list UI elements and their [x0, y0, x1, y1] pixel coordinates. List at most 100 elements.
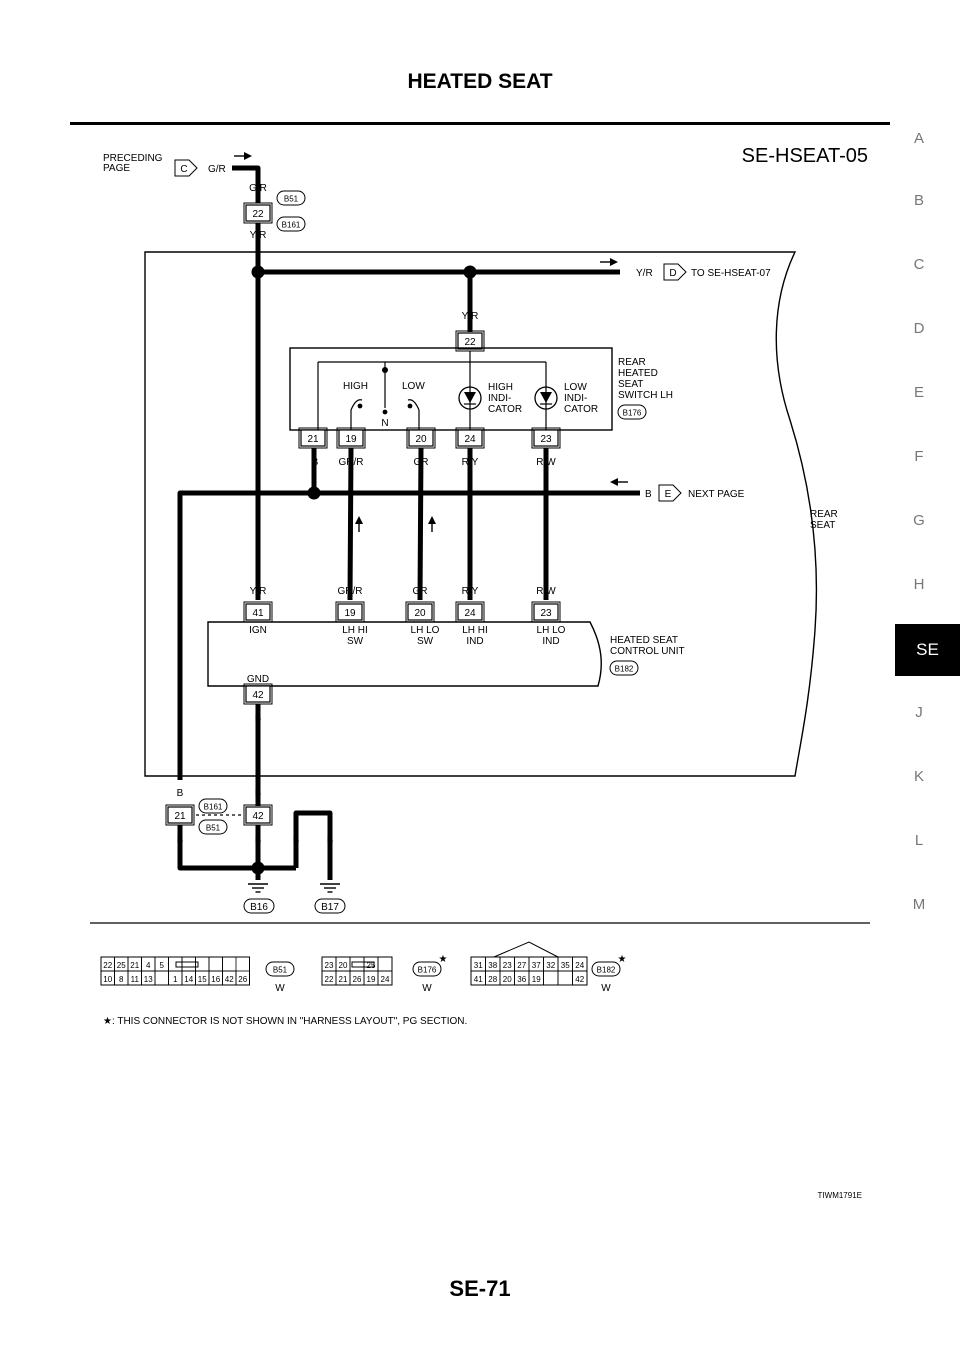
conn-view-b182-hood	[493, 941, 559, 958]
conn-view-b51-pin: 14	[184, 975, 193, 984]
side-nav-item-l[interactable]: L	[914, 832, 924, 849]
page-number: SE-71	[449, 1276, 511, 1301]
jb-wire-top-1: B	[255, 788, 262, 799]
conn-view-b51-pin: 8	[119, 975, 124, 984]
control-unit-name: CONTROL UNIT	[610, 646, 685, 657]
switch-name: SEAT	[618, 379, 643, 390]
diagram-id: SE-HSEAT-05	[742, 145, 868, 167]
preceding-arrow-head	[244, 152, 252, 160]
conn-view-b182-pin: 28	[488, 975, 497, 984]
conn-view-b176-lock	[351, 961, 375, 968]
preceding-connector-flag-letter: C	[180, 164, 187, 175]
conn-view-b182-pin: 24	[575, 961, 584, 970]
conn-view-b176-cell	[377, 970, 393, 986]
cu-pin-20-number: 20	[414, 608, 426, 619]
control-unit-name: HEATED SEAT	[610, 635, 678, 646]
rear-seat-outline	[144, 251, 818, 777]
conn-view-b182-pin: 38	[488, 961, 497, 970]
side-nav-item-d[interactable]: D	[913, 320, 925, 337]
cu-pin-19-number: 19	[344, 608, 356, 619]
cu-pin-label-1: LH HI	[342, 625, 368, 636]
indicator-high-ring	[458, 386, 482, 410]
cu-pin-label-2: LH LO	[411, 625, 440, 636]
jb-conn-b161-text: B161	[204, 803, 223, 812]
cu-wire-0: Y/R	[250, 586, 267, 597]
conn-view-b176-pin: 21	[339, 975, 348, 984]
conn-view-b51-tag	[265, 961, 295, 977]
cu-pin-label-4: IND	[542, 636, 559, 647]
jb-conn-b161	[198, 798, 228, 814]
conn-view-b176-pin: 22	[325, 975, 334, 984]
cu-pin-23	[533, 603, 559, 621]
indicator-low-ring	[534, 386, 558, 410]
junction-top-pin-number: 22	[252, 209, 264, 220]
cu-pin-19	[337, 603, 363, 621]
preceding-connector-flag	[174, 159, 198, 177]
side-nav-item-m[interactable]: M	[912, 896, 926, 913]
side-nav-item-g[interactable]: G	[913, 512, 925, 529]
page-title: HEATED SEAT	[407, 70, 553, 93]
ground-b17-label: B17	[321, 902, 339, 913]
conn-view-b176-pin: 20	[339, 961, 348, 970]
rear-seat-label: SEAT	[810, 520, 835, 531]
conn-view-b182-pin: 37	[532, 961, 541, 970]
conn-view-b51-pin: 15	[198, 975, 207, 984]
cu-pin-label-0: IGN	[249, 625, 267, 636]
cu-pin-label-2: SW	[417, 636, 434, 647]
side-nav-item-h[interactable]: H	[913, 576, 925, 593]
next-page-label: NEXT PAGE	[688, 489, 745, 500]
jb-pin-21-number: 21	[174, 811, 186, 822]
to-next-label: TO SE-HSEAT-07	[691, 268, 771, 279]
side-nav-item-se[interactable]: SE	[895, 624, 960, 676]
switch-connector-tag	[617, 404, 647, 420]
indicator-high-label: INDI-	[488, 393, 511, 404]
switch-connector-tag-text: B176	[623, 409, 642, 418]
conn-view-b176-pin: 25	[367, 961, 376, 970]
conn-view-b51-pin: 42	[225, 975, 234, 984]
jb-pin-42-number: 42	[252, 811, 264, 822]
switch-pin-23	[533, 429, 559, 447]
cu-pin-label-4: LH LO	[537, 625, 566, 636]
conn-view-b182-pin: 32	[546, 961, 555, 970]
switch-neutral-label: N	[381, 418, 388, 429]
conn-view-b176-pin: 24	[381, 975, 390, 984]
side-nav: A B C D E F G H SE J K L M	[895, 130, 960, 940]
cu-gnd-pin	[245, 685, 271, 703]
cu-pin-label-3: IND	[466, 636, 483, 647]
next-page-arrow-head	[610, 478, 618, 486]
switch-high-blade	[350, 399, 363, 411]
indicator-high-diode	[464, 392, 476, 403]
to-next-connector-flag	[663, 263, 687, 281]
side-nav-item-k[interactable]: K	[913, 768, 924, 785]
rear-seat-label: REAR	[810, 509, 838, 520]
to-next-connector-flag-letter: D	[669, 268, 676, 279]
jb-pin-42	[245, 806, 271, 824]
switch-pin-21-number: 21	[307, 434, 319, 445]
side-nav-item-e[interactable]: E	[913, 384, 924, 401]
conn-view-b51-pin: 22	[103, 961, 112, 970]
cu-pin-41-number: 41	[252, 608, 264, 619]
preceding-wire-label: G/R	[208, 164, 226, 175]
conn-view-b51-pin: 16	[211, 975, 220, 984]
side-nav-item-j[interactable]: J	[915, 704, 923, 721]
side-nav-item-c[interactable]: C	[913, 256, 925, 273]
conn-view-b51-pin: 10	[103, 975, 112, 984]
cu-pin-label-1: SW	[347, 636, 364, 647]
switch-top-pin-number: 22	[464, 337, 476, 348]
conn-view-b51-pin: 4	[146, 961, 151, 970]
conn-view-b182-star: ★	[618, 954, 627, 965]
side-nav-item-b[interactable]: B	[913, 192, 924, 209]
footnote: ★: THIS CONNECTOR IS NOT SHOWN IN "HARNE…	[103, 1016, 467, 1027]
switch-high-contact	[357, 403, 363, 409]
conn-view-b176-color: W	[422, 983, 432, 994]
jb-conn-b51	[198, 819, 228, 835]
arrow-gr-head	[428, 516, 436, 524]
switch-low-label: LOW	[402, 381, 425, 392]
conn-view-b182-pin: 36	[517, 975, 526, 984]
cu-pin-20	[407, 603, 433, 621]
conn-view-b51-color: W	[275, 983, 285, 994]
side-nav-item-f[interactable]: F	[914, 448, 924, 465]
cu-gnd-pin-number: 42	[252, 690, 264, 701]
side-nav-item-a[interactable]: A	[913, 130, 924, 147]
